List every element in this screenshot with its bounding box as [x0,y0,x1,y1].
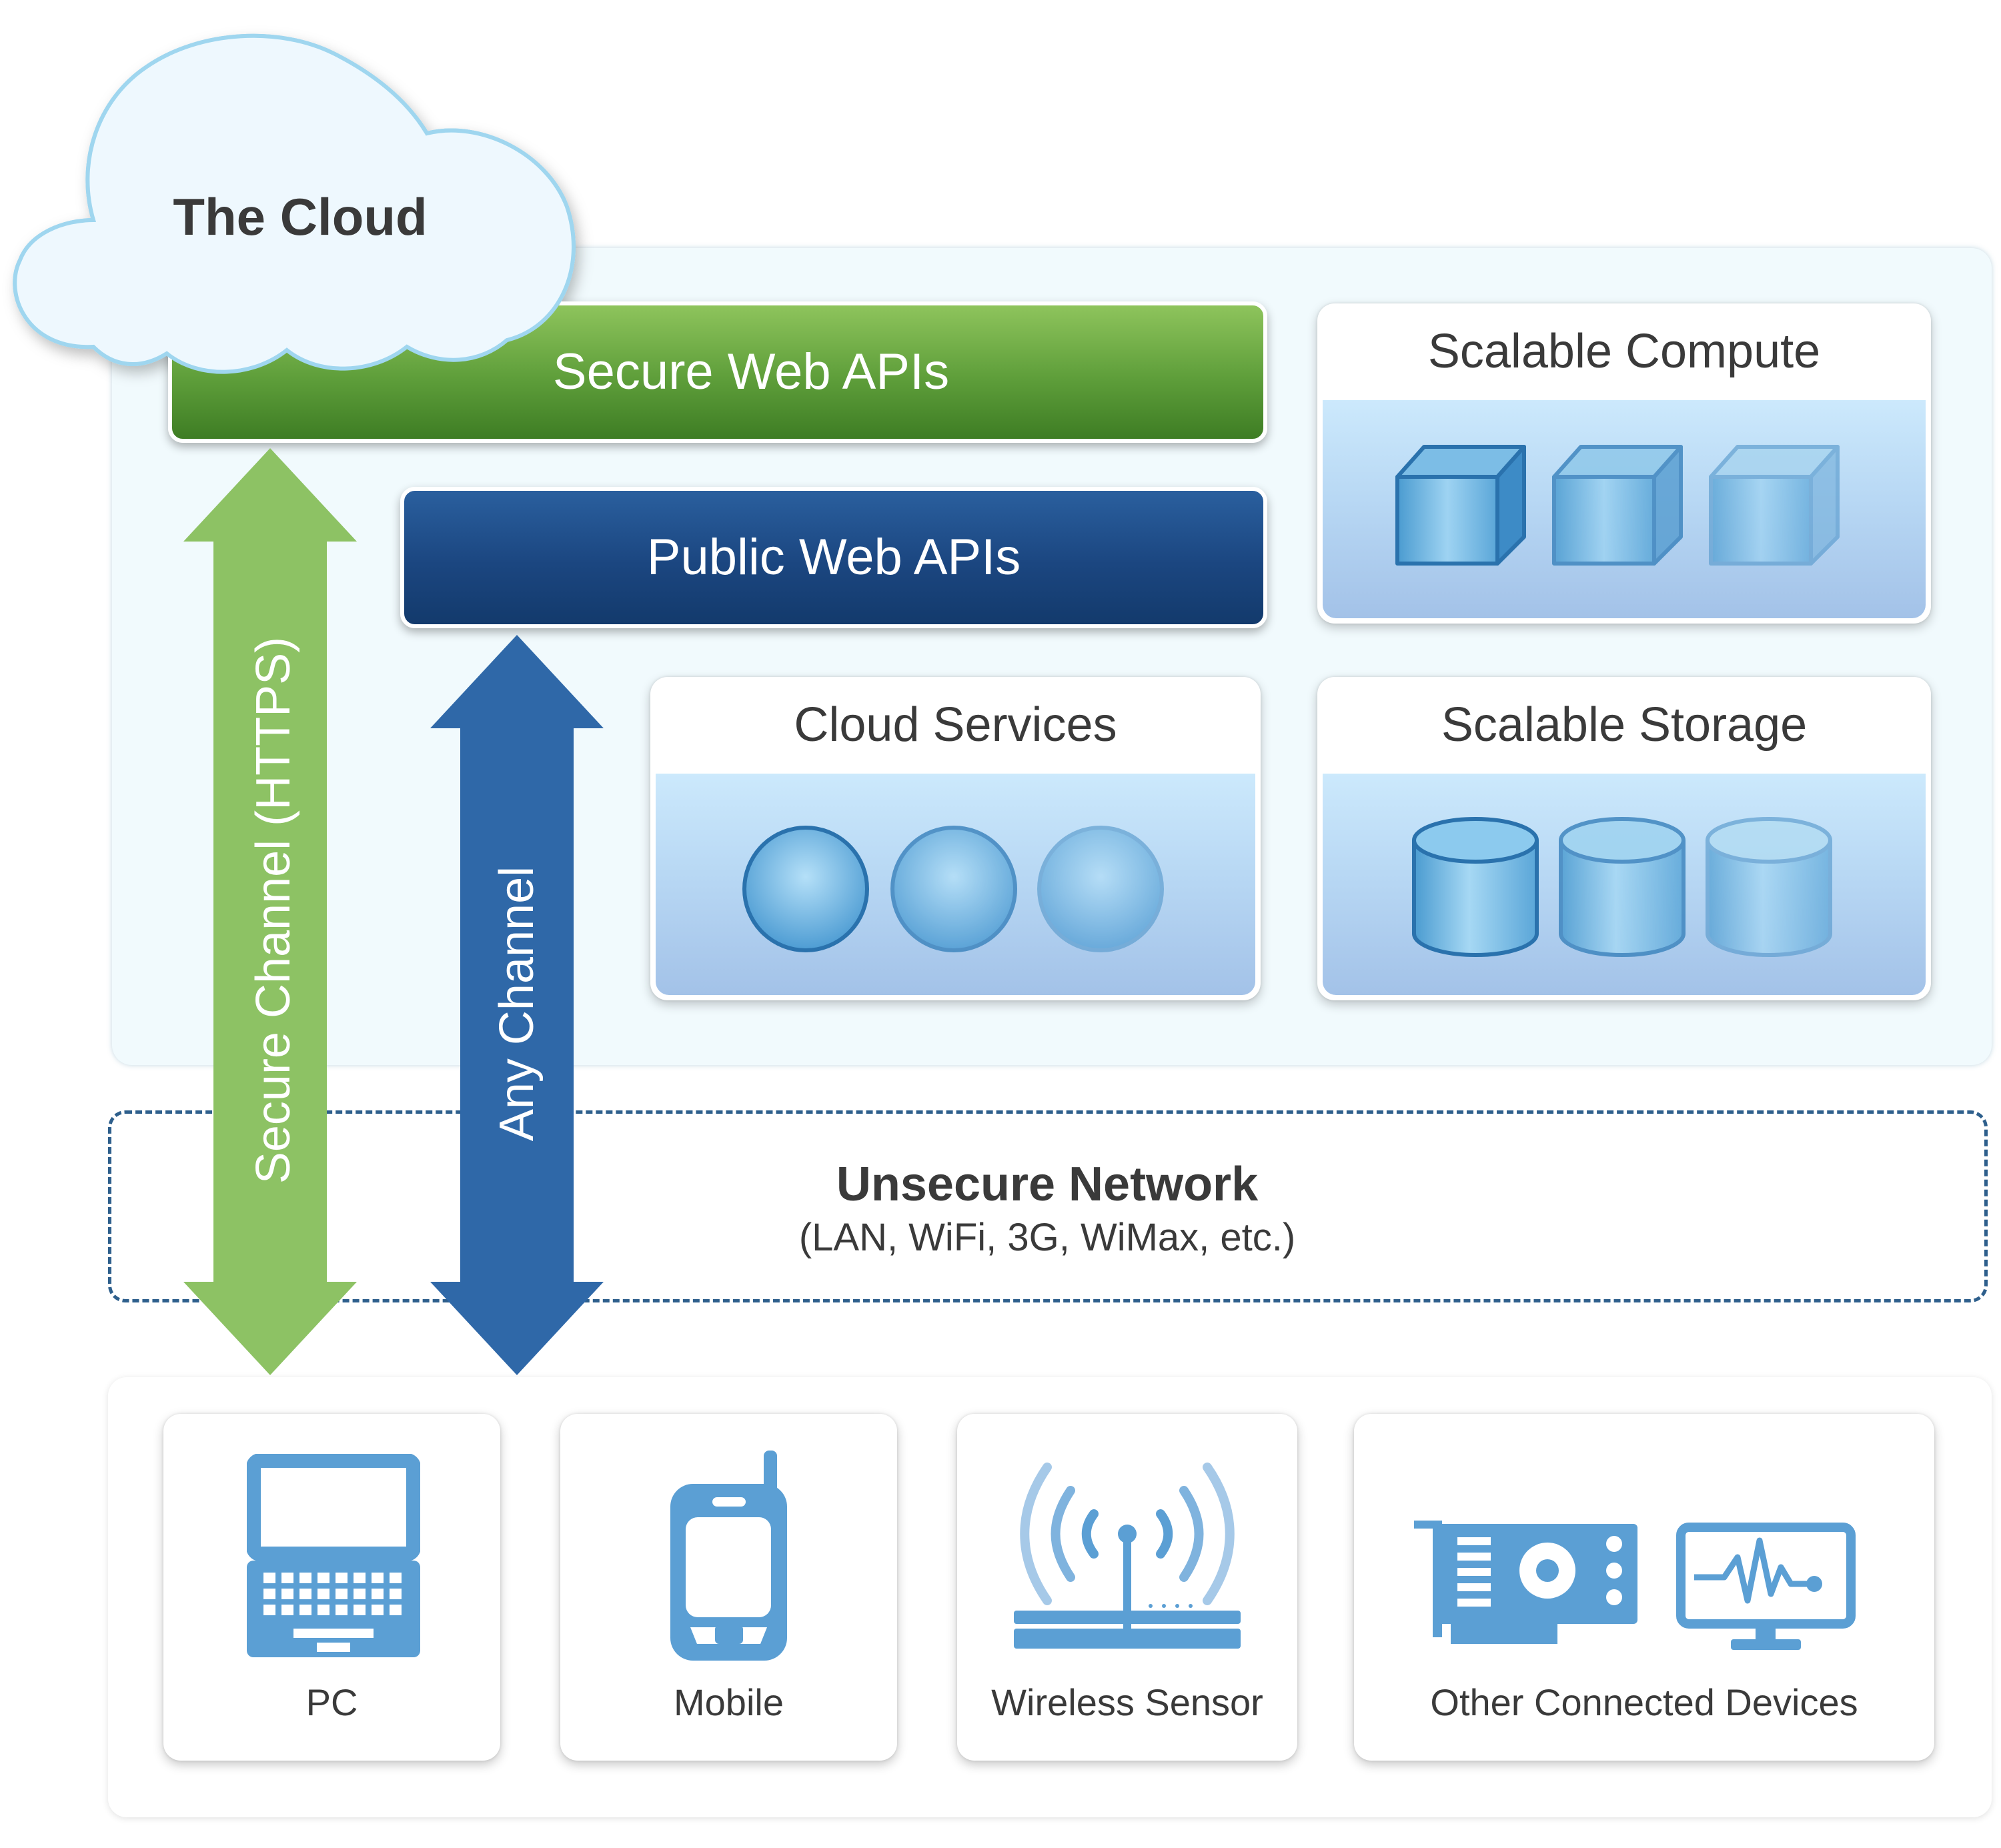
service-circles-icon [742,826,1164,952]
laptop-icon [247,1454,420,1657]
secure-channel-label: Secure Channel (HTTPS) [247,636,300,1184]
expansion-card-icon [1414,1521,1637,1644]
other-devices-card: Other Connected Devices [1354,1414,1934,1761]
scalable-storage-title: Scalable Storage [1441,698,1808,752]
scalable-compute-panel: Scalable Compute [1317,303,1931,624]
secure-channel-arrow [183,448,357,1375]
public-web-apis-label: Public Web APIs [646,529,1021,586]
pc-label: PC [305,1681,358,1723]
mobile-phone-icon [670,1451,787,1661]
wireless-router-icon [1014,1463,1241,1649]
compute-cubes-icon [1395,445,1840,566]
monitor-icon [1676,1523,1856,1650]
any-channel-label: Any Channel [490,866,544,1142]
cloud-services-title: Cloud Services [794,698,1117,752]
cloud-title-overlay: The Cloud [173,187,428,246]
unsecure-network-subtitle: (LAN, WiFi, 3G, WiMax, etc.) [798,1216,1296,1259]
mobile-label: Mobile [674,1681,784,1723]
storage-cylinders-icon [1412,817,1832,957]
secure-web-apis-label: Secure Web APIs [552,343,950,400]
unsecure-network-title: Unsecure Network [836,1158,1259,1211]
cloud-services-panel: Cloud Services [650,677,1261,1000]
mobile-card: Mobile [560,1414,897,1761]
scalable-compute-title: Scalable Compute [1427,325,1821,378]
unsecure-network-box [108,1110,1988,1302]
secure-web-apis-bar: Secure Web APIs [168,301,1267,443]
public-web-apis-bar: Public Web APIs [400,487,1267,628]
other-devices-label: Other Connected Devices [1430,1681,1858,1723]
pc-card: PC [163,1414,500,1761]
wireless-sensor-label: Wireless Sensor [991,1681,1263,1723]
wireless-sensor-card: Wireless Sensor [957,1414,1297,1761]
scalable-storage-panel: Scalable Storage [1317,677,1931,1000]
any-channel-arrow [430,635,604,1375]
